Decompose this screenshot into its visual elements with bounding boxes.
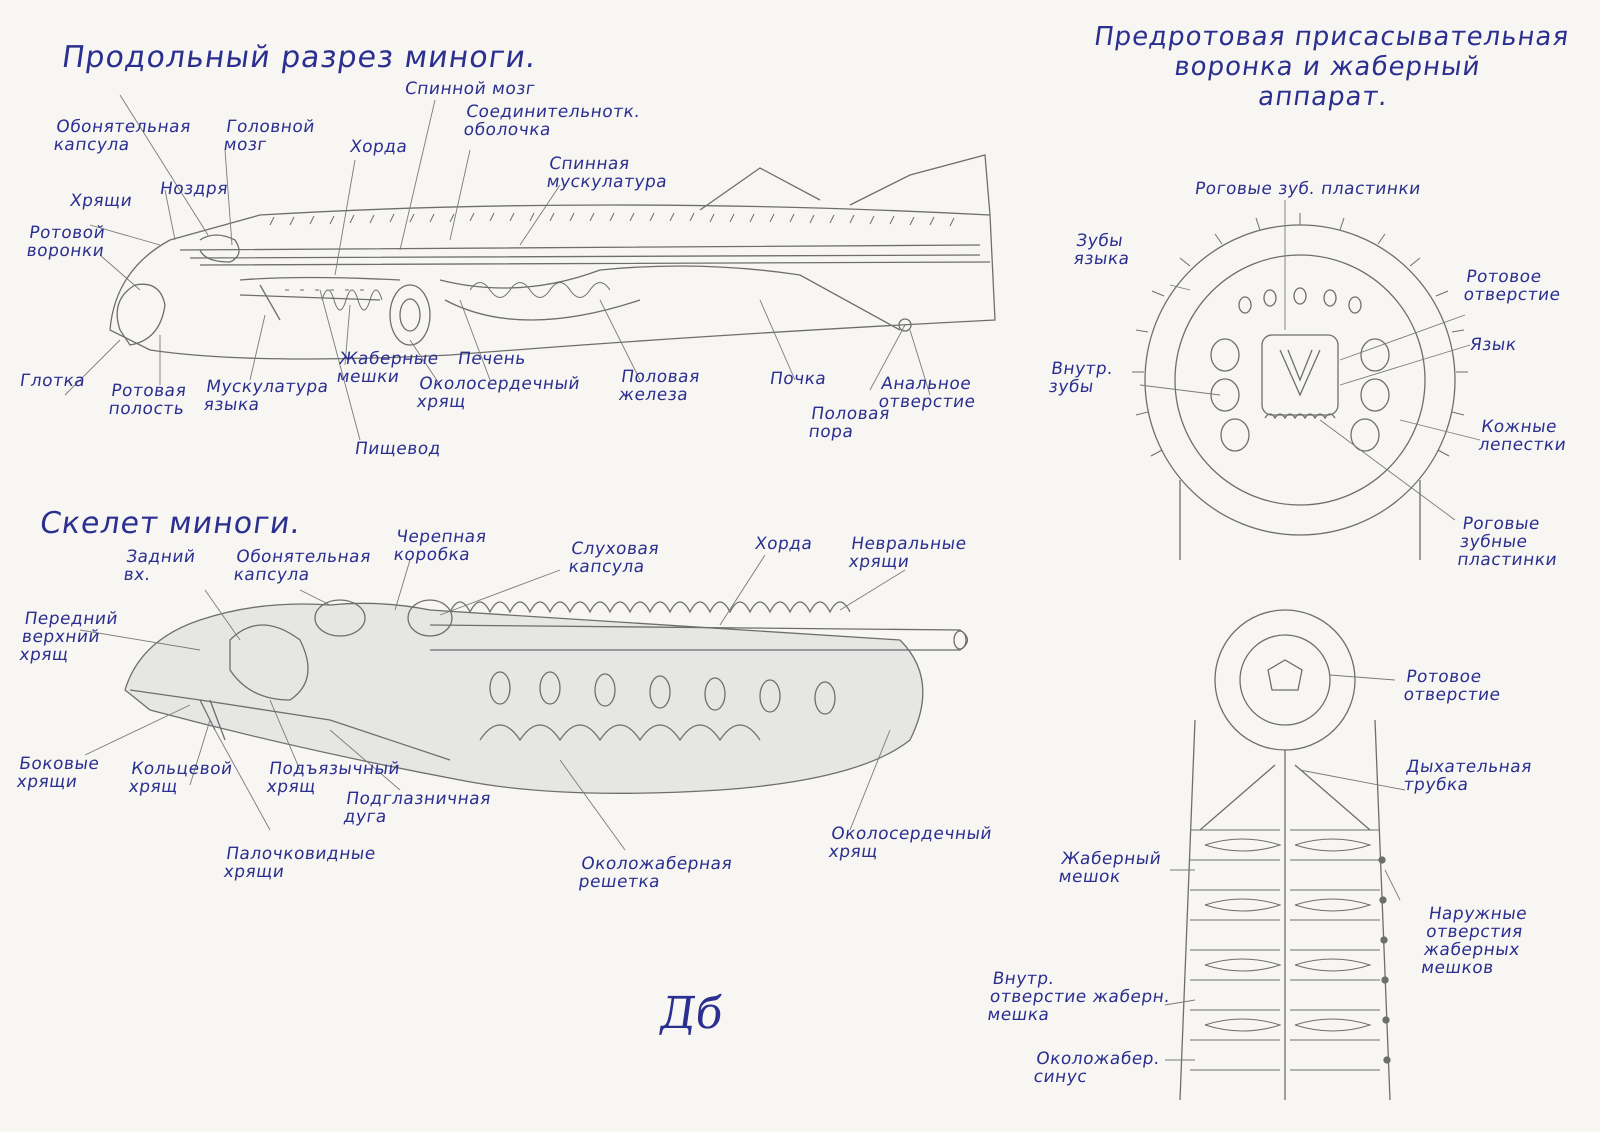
label-notochord-2: Хорда — [753, 534, 814, 554]
label-dorsal-muscles: Спинная мускулатура — [545, 154, 669, 192]
oral-funnel-drawing — [1132, 213, 1468, 560]
label-anus: Анальное отверстие — [877, 374, 977, 412]
label-cartilage: Хрящи — [68, 191, 134, 211]
label-internal-gill-opening: Внутр. отверстие жаберн. мешка — [986, 969, 1172, 1025]
lamprey-section-drawing — [109, 154, 996, 360]
label-olfactory-capsule-2: Обонятельная капсула — [232, 547, 373, 585]
label-nostril: Ноздря — [158, 179, 230, 199]
label-gill-sac: Жаберный мешок — [1057, 849, 1163, 887]
label-branchial-basket: Околожаберная решетка — [577, 854, 734, 892]
label-external-gill-openings: Наружные отверстия жаберных мешков — [1419, 904, 1529, 978]
label-liver: Печень — [456, 349, 528, 369]
label-auditory-capsule: Слуховая капсула — [567, 539, 661, 577]
label-pericardial-cartilage-2: Околосердечный хрящ — [827, 824, 994, 862]
label-pericardial-cartilage: Околосердечный хрящ — [415, 374, 582, 412]
label-pharynx: Глотка — [18, 371, 87, 391]
label-lateral-cartilages: Боковые хрящи — [15, 754, 101, 792]
label-skin-fringes: Кожные лепестки — [1477, 417, 1568, 455]
label-notochord: Хорда — [348, 137, 409, 157]
title-longitudinal-section: Продольный разрез миноги. — [59, 40, 540, 75]
label-horny-plates: Роговые зуб. пластинки — [1193, 179, 1423, 199]
label-posterior: Задний вх. — [122, 547, 197, 585]
label-spinal-cord: Спинной мозг — [403, 79, 537, 99]
label-cranium: Черепная коробка — [392, 527, 488, 565]
label-olfactory-capsule: Обонятельная капсула — [52, 117, 193, 155]
leader-lines — [64, 94, 1481, 1061]
label-kidney: Почка — [768, 369, 828, 389]
label-mouth-opening: Ротовое отверстие — [1462, 267, 1562, 305]
gill-apparatus-drawing — [1179, 609, 1391, 1101]
label-annular-cartilage: Кольцевой хрящ — [127, 759, 235, 797]
label-mouth-opening-2: Ротовое отверстие — [1402, 667, 1502, 705]
label-tongue-teeth: Зубы языка — [1072, 231, 1132, 269]
label-brain: Головной мозг — [222, 117, 317, 155]
title-oral-funnel: Предротовая присасывательная воронка и ж… — [1092, 22, 1572, 112]
label-inner-teeth: Внутр. зубы — [1047, 359, 1115, 397]
label-suborbital-arch: Подглазничная дуга — [342, 789, 493, 827]
label-peribranchial-sinus: Околожабер. синус — [1032, 1049, 1162, 1087]
label-oral-cavity: Ротовая полость — [107, 381, 188, 419]
label-genital-pore: Половая пора — [807, 404, 892, 442]
label-gonad: Половая железа — [617, 367, 702, 405]
label-anterior-dorsal-cartilage: Передний верхний хрящ — [18, 609, 120, 665]
teacher-signature: Дб — [656, 988, 727, 1039]
title-skeleton: Скелет миноги. — [37, 506, 304, 541]
label-styliform-cartilages: Палочковидные хрящи — [222, 844, 378, 882]
label-connective-sheath: Соединительнотк. оболочка — [462, 102, 642, 140]
label-tongue: Язык — [1468, 335, 1518, 355]
label-respiratory-tube: Дыхательная трубка — [1402, 757, 1534, 795]
label-esophagus: Пищевод — [353, 439, 443, 459]
label-oral-funnel: Ротовой воронки — [25, 223, 107, 261]
label-tongue-muscles: Мускулатура языка — [202, 377, 331, 415]
lamprey-skeleton-drawing — [124, 599, 969, 794]
label-horny-tooth-plates: Роговые зубные пластинки — [1456, 514, 1559, 570]
label-neural-arches: Невральные хрящи — [847, 534, 969, 572]
